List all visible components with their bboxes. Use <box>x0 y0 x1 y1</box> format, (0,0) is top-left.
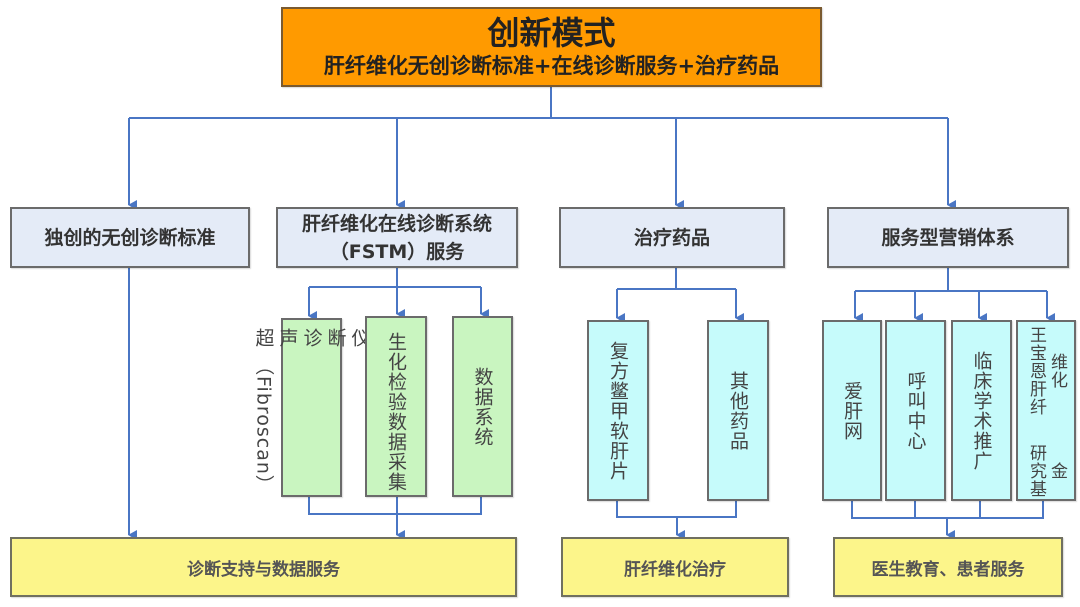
node-label: 呼叫中心 <box>904 370 927 451</box>
node-label: 服务型营销体系 <box>881 226 1015 249</box>
node-treatment-drugs: 治疗药品 <box>559 207 785 268</box>
node-label: 临床学术推广 <box>970 350 993 471</box>
node-label: 生化检验数据采集 <box>385 332 407 492</box>
node-label: 独创的无创诊断标准 <box>44 226 216 249</box>
outcome-diagnosis-data-service: 诊断支持与数据服务 <box>10 537 517 597</box>
node-label: 王宝恩肝纤维化 <box>1026 326 1067 417</box>
node-label-line1: 肝纤维化在线诊断系统 <box>301 212 492 235</box>
node-fstm-service: 肝纤维化在线诊断系统 （FSTM）服务 <box>276 207 518 268</box>
node-label-secondary: 研究基金 <box>1026 443 1067 498</box>
node-research-fund: 王宝恩肝纤维化 研究基金 <box>1016 320 1076 501</box>
node-call-center: 呼叫中心 <box>885 320 946 501</box>
node-clinical-promotion: 临床学术推广 <box>951 320 1012 501</box>
node-label-line2: （FSTM）服务 <box>329 240 465 263</box>
outcome-label: 诊断支持与数据服务 <box>187 559 340 580</box>
root-node-innovation-model: 创新模式 肝纤维化无创诊断标准+在线诊断服务+治疗药品 <box>281 7 822 87</box>
node-label: 治疗药品 <box>633 226 710 249</box>
node-noninvasive-standard: 独创的无创诊断标准 <box>10 207 250 268</box>
node-aiganwang: 爱肝网 <box>822 320 882 501</box>
node-other-drugs: 其他药品 <box>707 320 769 501</box>
outcome-education-patient-service: 医生教育、患者服务 <box>833 537 1063 597</box>
node-label-secondary: （Fibroscan） <box>252 356 275 495</box>
node-compound-biejia-tablet: 复方鳖甲软肝片 <box>587 320 649 501</box>
outcome-label: 肝纤维化治疗 <box>624 559 726 580</box>
node-fibroscan: 超声诊断仪 （Fibroscan） <box>253 318 371 497</box>
node-data-system: 数据系统 <box>452 316 513 497</box>
node-label: 数据系统 <box>471 366 494 447</box>
node-biochem-data: 生化检验数据采集 <box>365 316 427 497</box>
node-label: 复方鳖甲软肝片 <box>607 340 629 481</box>
node-label: 超声诊断仪 <box>252 328 371 349</box>
outcome-label: 医生教育、患者服务 <box>871 559 1025 580</box>
node-service-marketing: 服务型营销体系 <box>827 207 1069 268</box>
node-label: 爱肝网 <box>841 380 863 441</box>
root-title: 创新模式 <box>487 14 616 52</box>
node-label: 其他药品 <box>727 370 749 451</box>
root-subtitle: 肝纤维化无创诊断标准+在线诊断服务+治疗药品 <box>323 54 780 78</box>
outcome-fibrosis-treatment: 肝纤维化治疗 <box>561 537 789 597</box>
